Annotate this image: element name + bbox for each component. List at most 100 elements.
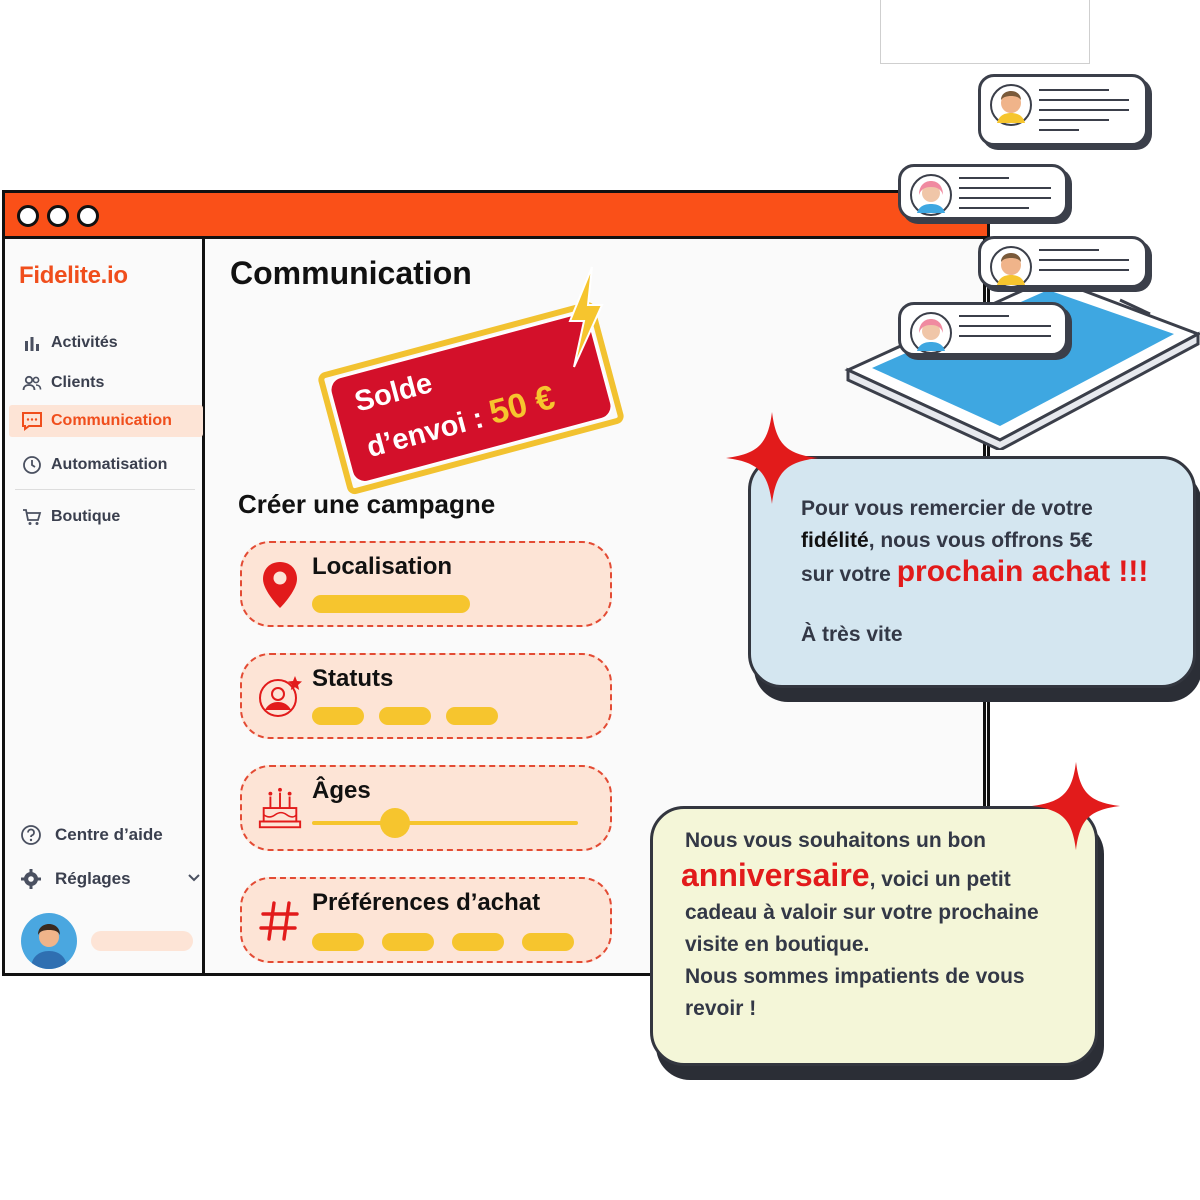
- sidebar-item-label: Activités: [51, 334, 118, 351]
- age-slider-track[interactable]: [312, 821, 578, 825]
- message-line: visite en boutique.: [685, 933, 870, 956]
- message-line: cadeau à valoir sur votre prochaine: [685, 901, 1039, 924]
- campaign-card-preferences[interactable]: Préférences d’achat: [240, 877, 612, 963]
- text-line: [959, 335, 1051, 337]
- text-line: [1039, 109, 1129, 111]
- campaign-card-localisation[interactable]: Localisation: [240, 541, 612, 627]
- logo-text: Fidelite.io: [19, 262, 128, 289]
- location-pin-icon: [256, 559, 304, 611]
- message-highlight: anniversaire: [681, 857, 870, 893]
- text-line: [959, 207, 1029, 209]
- message-line: revoir !: [685, 997, 757, 1020]
- help-center-link[interactable]: Centre d’aide: [19, 819, 163, 851]
- criteria-pill[interactable]: [382, 933, 434, 951]
- criteria-pill[interactable]: [446, 707, 498, 725]
- sidebar-item-label: Communication: [51, 412, 172, 429]
- criteria-pill[interactable]: [312, 595, 470, 613]
- sidebar-item-label: Automatisation: [51, 456, 168, 473]
- window-control-dot[interactable]: [77, 205, 99, 227]
- gear-icon: [19, 867, 43, 891]
- user-star-icon: [256, 671, 304, 723]
- card-title: Préférences d’achat: [312, 889, 541, 916]
- sidebar-divider: [15, 489, 195, 490]
- window-titlebar: [5, 193, 987, 239]
- settings-label: Réglages: [55, 869, 131, 888]
- user-name-placeholder: [91, 931, 193, 951]
- criteria-pill[interactable]: [312, 707, 364, 725]
- text-line: [1039, 249, 1099, 251]
- app-logo[interactable]: Fidelite.io: [19, 259, 128, 293]
- criteria-pill[interactable]: [522, 933, 574, 951]
- blank-panel: [880, 0, 1090, 64]
- sidebar-item-label: Clients: [51, 374, 105, 391]
- text-line: [959, 325, 1051, 327]
- help-label: Centre d’aide: [55, 825, 163, 844]
- hashtag-icon: [256, 895, 304, 947]
- message-line: sur votre prochain achat !!!: [801, 555, 1148, 589]
- message-bubble-thanks: Pour vous remercier de votre fidélité, n…: [748, 456, 1196, 688]
- message-line: Pour vous remercier de votre: [801, 497, 1093, 520]
- message-icon: [21, 410, 43, 432]
- message-line: À très vite: [801, 623, 903, 646]
- age-slider-handle[interactable]: [380, 808, 410, 838]
- help-icon: [19, 823, 43, 847]
- text-line: [959, 197, 1051, 199]
- person-avatar-icon: [990, 84, 1032, 126]
- sidebar-item-automatisation[interactable]: Automatisation: [9, 449, 203, 481]
- text-line: [1039, 259, 1129, 261]
- card-title: Âges: [312, 777, 371, 804]
- message-line: anniversaire, voici un petit: [681, 857, 1011, 894]
- window-control-dot[interactable]: [47, 205, 69, 227]
- text-line: [1039, 89, 1109, 91]
- sidebar: Fidelite.io Activités Clients Communicat…: [5, 239, 205, 973]
- text-line: [959, 187, 1051, 189]
- person-avatar-icon: [910, 312, 952, 354]
- main-content: Communication Solde d’envoi : 50 € Créer…: [208, 239, 987, 973]
- campaign-card-ages[interactable]: Âges: [240, 765, 612, 851]
- users-icon: [21, 372, 43, 394]
- person-avatar-icon: [990, 246, 1032, 288]
- sidebar-item-communication[interactable]: Communication: [9, 405, 203, 437]
- lightning-icon: [568, 266, 604, 368]
- sidebar-item-boutique[interactable]: Boutique: [9, 501, 203, 533]
- text-line: [959, 177, 1009, 179]
- message-line: Nous sommes impatients de vous: [685, 965, 1025, 988]
- criteria-pill[interactable]: [379, 707, 431, 725]
- settings-menu[interactable]: Réglages: [19, 863, 201, 895]
- message-bubble-birthday: Nous vous souhaitons un bon anniversaire…: [650, 806, 1098, 1066]
- campaign-card-statuts[interactable]: Statuts: [240, 653, 612, 739]
- chat-preview[interactable]: [978, 236, 1148, 288]
- message-text: sur votre: [801, 563, 897, 586]
- sidebar-item-activites[interactable]: Activités: [9, 327, 203, 359]
- section-title: Créer une campagne: [238, 489, 496, 519]
- chat-preview[interactable]: [898, 302, 1068, 356]
- message-highlight: prochain achat !!!: [896, 555, 1149, 588]
- bar-chart-icon: [21, 332, 43, 354]
- chevron-down-icon[interactable]: [187, 869, 201, 889]
- message-bold-word: fidélité: [801, 529, 869, 552]
- avatar[interactable]: [21, 913, 77, 969]
- text-line: [959, 315, 1009, 317]
- sparkle-star-icon: [726, 412, 818, 504]
- criteria-pill[interactable]: [452, 933, 504, 951]
- sparkle-star-icon: [1031, 761, 1121, 851]
- card-title: Statuts: [312, 665, 394, 692]
- chat-preview[interactable]: [898, 164, 1068, 220]
- sidebar-item-label: Boutique: [51, 508, 121, 525]
- text-line: [1039, 129, 1079, 131]
- person-avatar-icon: [910, 174, 952, 216]
- birthday-cake-icon: [256, 783, 304, 835]
- chat-preview[interactable]: [978, 74, 1148, 146]
- criteria-pill[interactable]: [312, 933, 364, 951]
- text-line: [1039, 269, 1129, 271]
- page-title: Communication: [230, 255, 472, 291]
- window-control-dot[interactable]: [17, 205, 39, 227]
- message-text: , nous vous offrons 5€: [868, 529, 1093, 552]
- text-line: [1039, 119, 1109, 121]
- text-line: [1039, 99, 1129, 101]
- message-line: fidélité, nous vous offrons 5€: [801, 529, 1093, 553]
- sidebar-item-clients[interactable]: Clients: [9, 367, 203, 399]
- clock-icon: [21, 454, 43, 476]
- smartphone-illustration: [844, 276, 1200, 450]
- cart-icon: [21, 506, 43, 528]
